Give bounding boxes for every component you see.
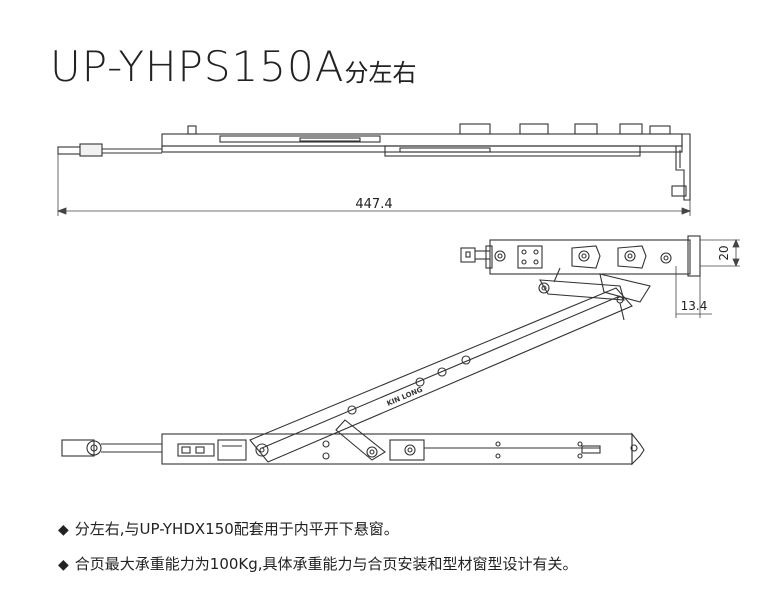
open-hinge-plan-view bbox=[61, 235, 701, 466]
offset-dimension bbox=[675, 266, 712, 318]
overall-length-dimension bbox=[56, 154, 692, 216]
page-title: UP-YHPS150A分左右 bbox=[50, 42, 416, 91]
top-height-label: 20 bbox=[717, 245, 731, 260]
closed-hinge-side-view bbox=[57, 123, 691, 201]
model-number: UP-YHPS150A bbox=[50, 42, 345, 91]
overall-length-label: 447.4 bbox=[355, 197, 392, 212]
diamond-bullet-icon: ◆ bbox=[58, 557, 69, 573]
note-item: ◆ 合页最大承重能力为100Kg,具体承重能力与合页安装和型材窗型设计有关。 bbox=[58, 547, 578, 582]
note-text: 分左右,与UP-YHDX150配套用于内平开下悬窗。 bbox=[74, 520, 399, 538]
model-suffix: 分左右 bbox=[344, 59, 417, 87]
top-height-dimension bbox=[700, 238, 740, 268]
stay-marking: KIN LONG bbox=[386, 385, 424, 407]
note-item: ◆ 分左右,与UP-YHDX150配套用于内平开下悬窗。 bbox=[58, 512, 578, 547]
note-text: 合页最大承重能力为100Kg,具体承重能力与合页安装和型材窗型设计有关。 bbox=[74, 555, 578, 573]
notes-list: ◆ 分左右,与UP-YHDX150配套用于内平开下悬窗。 ◆ 合页最大承重能力为10… bbox=[58, 512, 578, 582]
offset-label: 13.4 bbox=[681, 299, 708, 313]
diamond-bullet-icon: ◆ bbox=[58, 522, 69, 538]
